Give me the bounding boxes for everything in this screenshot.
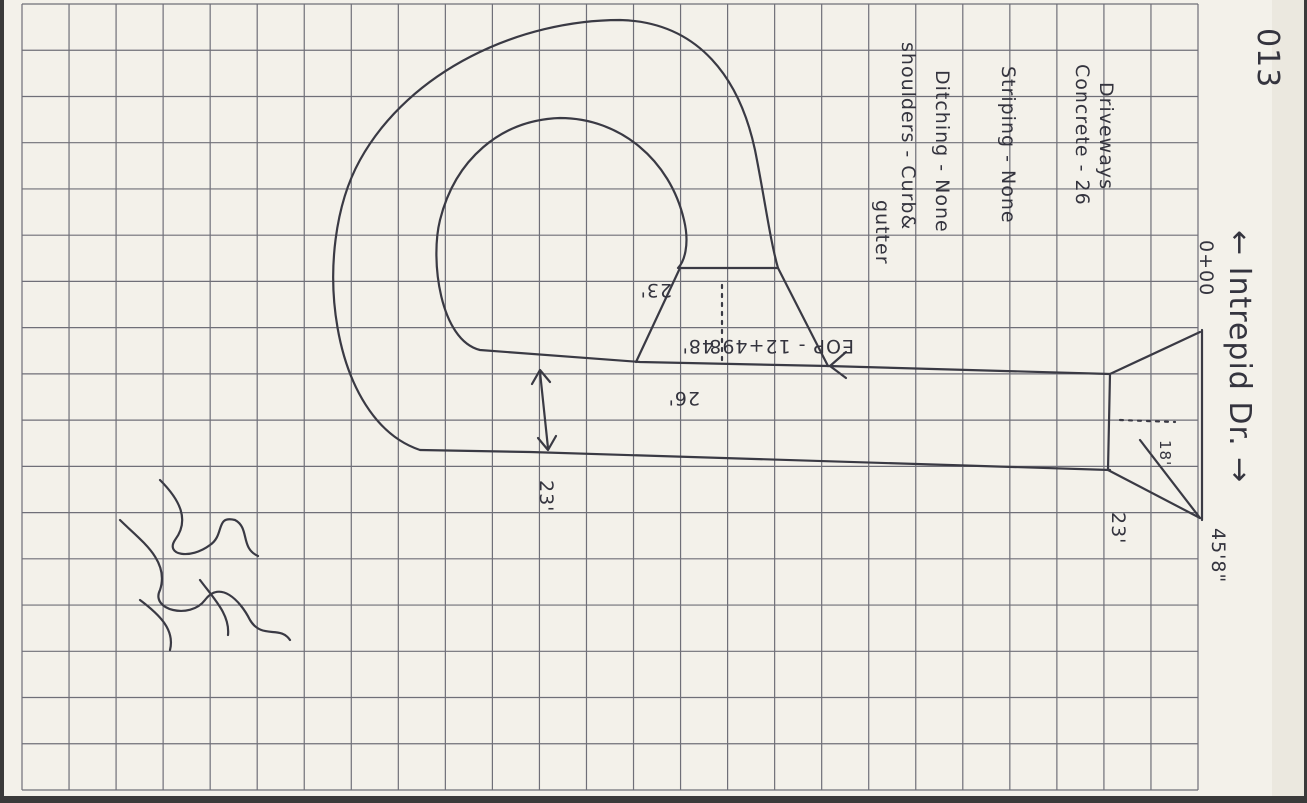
signature-stroke-2 bbox=[118, 518, 292, 642]
entrance-top-flare bbox=[1108, 330, 1202, 376]
inner-width-label: 23' bbox=[640, 279, 672, 301]
note-gutter: gutter bbox=[871, 200, 893, 265]
width-arrow-line bbox=[538, 370, 550, 450]
length-label: 45'8" bbox=[1207, 528, 1229, 583]
eop-arrow-icon bbox=[828, 350, 848, 380]
signature-stroke-3 bbox=[138, 578, 230, 652]
street-name: ← Intrepid Dr. → bbox=[1222, 230, 1257, 483]
note-striping: Striping - None bbox=[997, 66, 1019, 224]
inner-depth-label: 48' bbox=[682, 335, 714, 357]
eop-station-label: EOP - 12+498 bbox=[708, 335, 854, 357]
paper-edge-shade bbox=[1272, 0, 1304, 796]
road-top-edge bbox=[826, 364, 1112, 376]
note-shoulders: shoulders - Curb& bbox=[897, 42, 919, 230]
dimension-labels: EOP - 12+498 23' 48' 26' 23' 23' 18' bbox=[535, 279, 1174, 544]
note-driveways: Driveways bbox=[1095, 82, 1117, 190]
width-arrow-head-bottom bbox=[536, 434, 558, 452]
note-ditching: Ditching - None bbox=[931, 70, 953, 233]
inner-loop-line bbox=[435, 116, 830, 368]
notes-block: Driveways Concrete - 26 Striping - None … bbox=[871, 42, 1117, 265]
note-concrete: Concrete - 26 bbox=[1071, 64, 1093, 206]
section-id: 013 bbox=[1250, 28, 1285, 88]
signature-stroke-1 bbox=[158, 478, 260, 558]
entrance-diagonal bbox=[1138, 438, 1202, 520]
entrance-width-label: 23' bbox=[1107, 512, 1129, 544]
paper bbox=[4, 0, 1304, 796]
triangle-left-line bbox=[634, 266, 682, 364]
loop-width-label: 26' bbox=[668, 387, 700, 409]
road-width-label: 23' bbox=[535, 480, 557, 512]
header-labels: 013 ← Intrepid Dr. → 0+00 45'8" bbox=[1195, 28, 1285, 583]
station-label: 0+00 bbox=[1195, 240, 1217, 296]
entrance-depth-label: 18' bbox=[1156, 440, 1174, 466]
graph-paper-grid bbox=[21, 3, 1199, 791]
triangle-right-line bbox=[776, 266, 830, 368]
outer-loop-line bbox=[332, 18, 1112, 472]
entrance-dim-dots bbox=[1118, 418, 1177, 424]
width-arrow-head-top bbox=[530, 368, 552, 386]
entrance-vertical bbox=[1106, 372, 1112, 472]
road-sketch bbox=[332, 18, 1204, 522]
signature-scribble bbox=[118, 478, 292, 652]
entrance-bottom-flare bbox=[1106, 468, 1202, 520]
